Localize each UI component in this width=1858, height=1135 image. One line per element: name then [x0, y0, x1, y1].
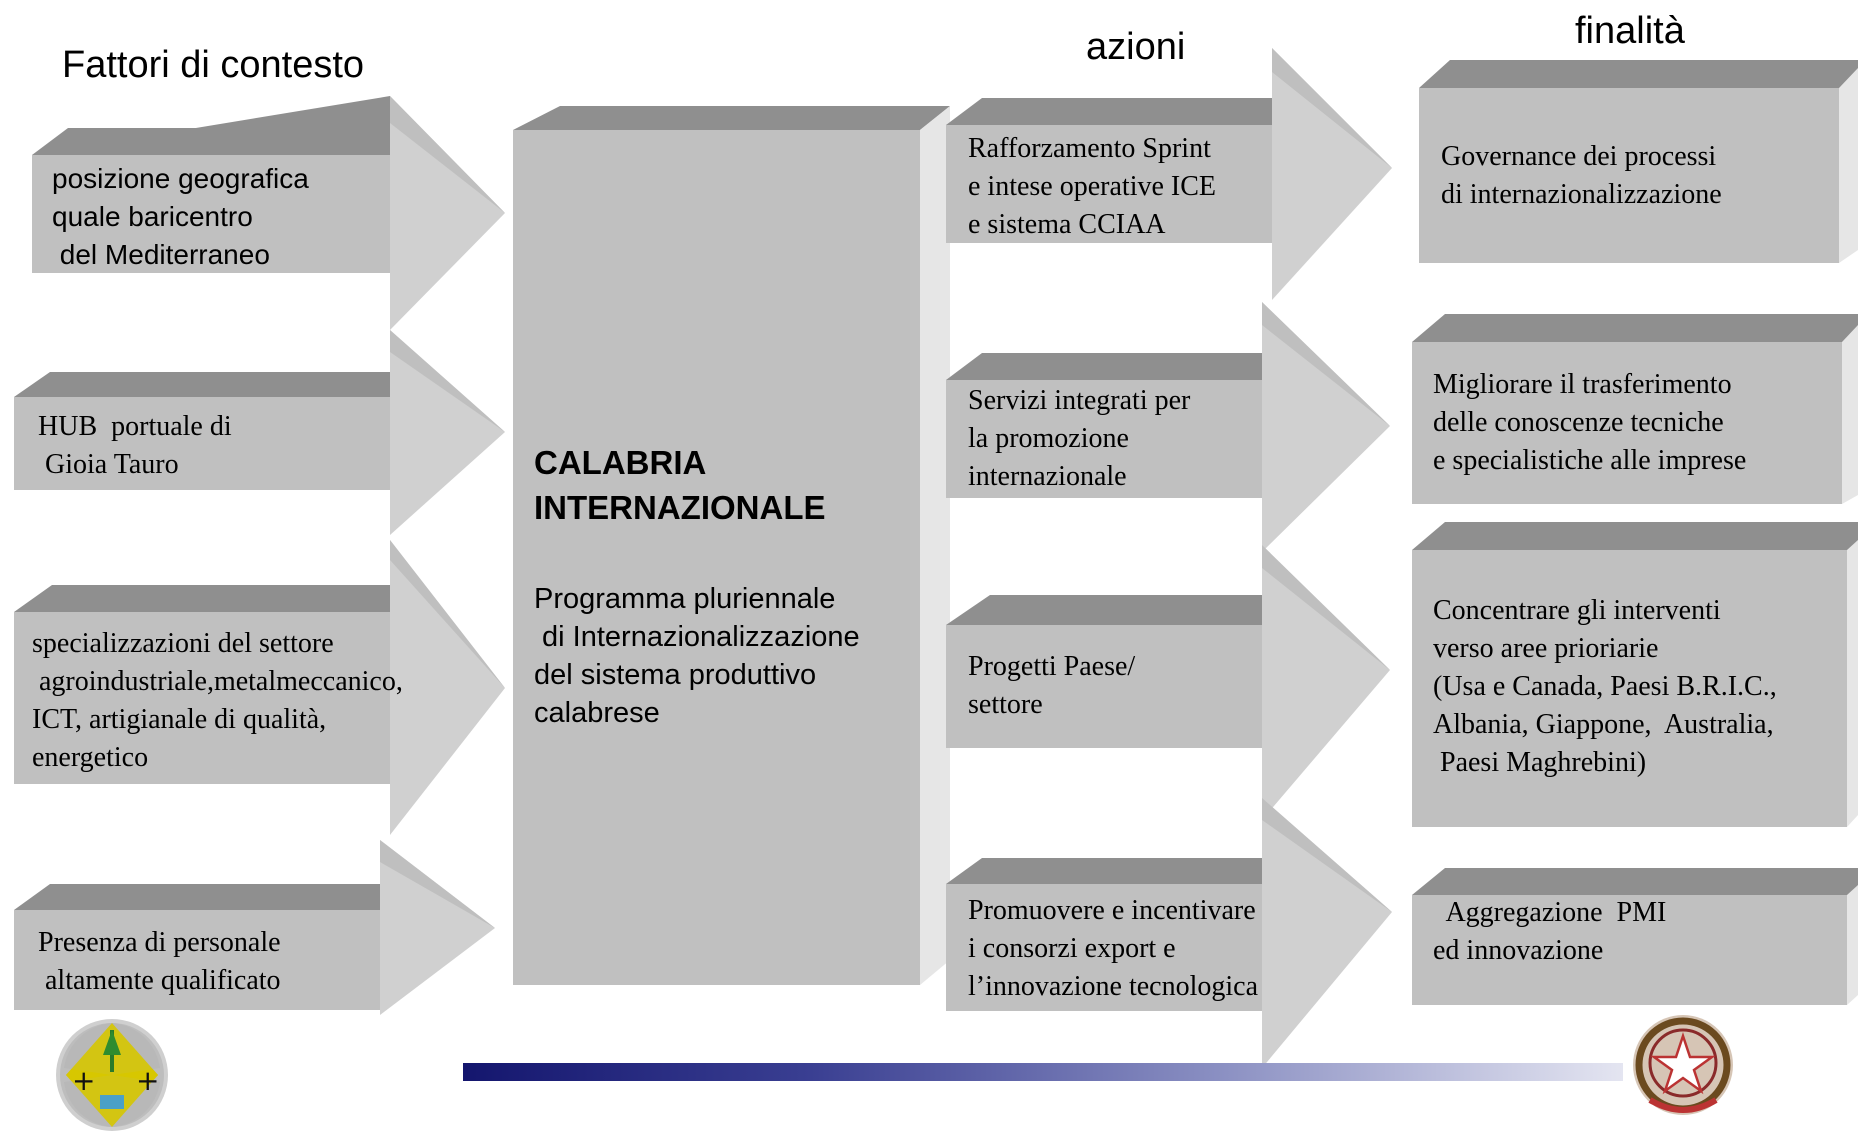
goal-1: Governance dei processi di internazional… — [1441, 141, 1722, 210]
context-arrow-1 — [32, 96, 505, 330]
context-factor-4: Presenza di personale altamente qualific… — [38, 927, 281, 996]
svg-text:+: + — [136, 1064, 159, 1097]
center-title: CALABRIA INTERNAZIONALE — [534, 444, 826, 526]
context-arrow-2 — [14, 330, 505, 535]
context-factor-1: posizione geografica quale baricentro de… — [52, 163, 309, 270]
goal-2: Migliorare il trasferimento delle conosc… — [1433, 369, 1747, 476]
center-box-shape — [513, 106, 950, 985]
svg-text:+: + — [72, 1064, 95, 1097]
italian-republic-emblem-icon — [1633, 1015, 1733, 1115]
action-2: Servizi integrati per la promozione inte… — [968, 385, 1191, 492]
goal-3: Concentrare gli interventi verso aree pr… — [1433, 595, 1777, 778]
goal-box-1 — [1419, 60, 1858, 263]
action-arrow-2 — [946, 302, 1390, 552]
goal-box-4 — [1412, 868, 1858, 1005]
action-4: Promuovere e incentivare i consorzi expo… — [968, 895, 1258, 1002]
footer-gradient-bar — [463, 1063, 1623, 1081]
goal-4: Aggregazione PMI ed innovazione — [1433, 897, 1667, 966]
center-body: Programma pluriennale di Internazionaliz… — [534, 583, 860, 729]
header-context: Fattori di contesto — [62, 44, 365, 86]
action-arrow-1 — [946, 48, 1392, 300]
action-3: Progetti Paese/ settore — [968, 651, 1136, 720]
context-arrow-3 — [14, 540, 505, 835]
goal-box-2 — [1412, 314, 1858, 504]
context-factor-2: HUB portuale di Gioia Tauro — [38, 411, 232, 480]
header-goals: finalità — [1575, 10, 1685, 52]
context-arrow-4 — [14, 840, 495, 1015]
header-actions: azioni — [1086, 26, 1186, 68]
action-1: Rafforzamento Sprint e intese operative … — [968, 133, 1217, 240]
goal-box-3 — [1412, 522, 1858, 827]
action-arrow-4 — [946, 798, 1392, 1068]
action-arrow-3 — [946, 545, 1390, 820]
calabria-region-emblem-icon: + + — [56, 1019, 168, 1131]
context-factor-3: specializzazioni del settore agroindustr… — [32, 628, 403, 773]
